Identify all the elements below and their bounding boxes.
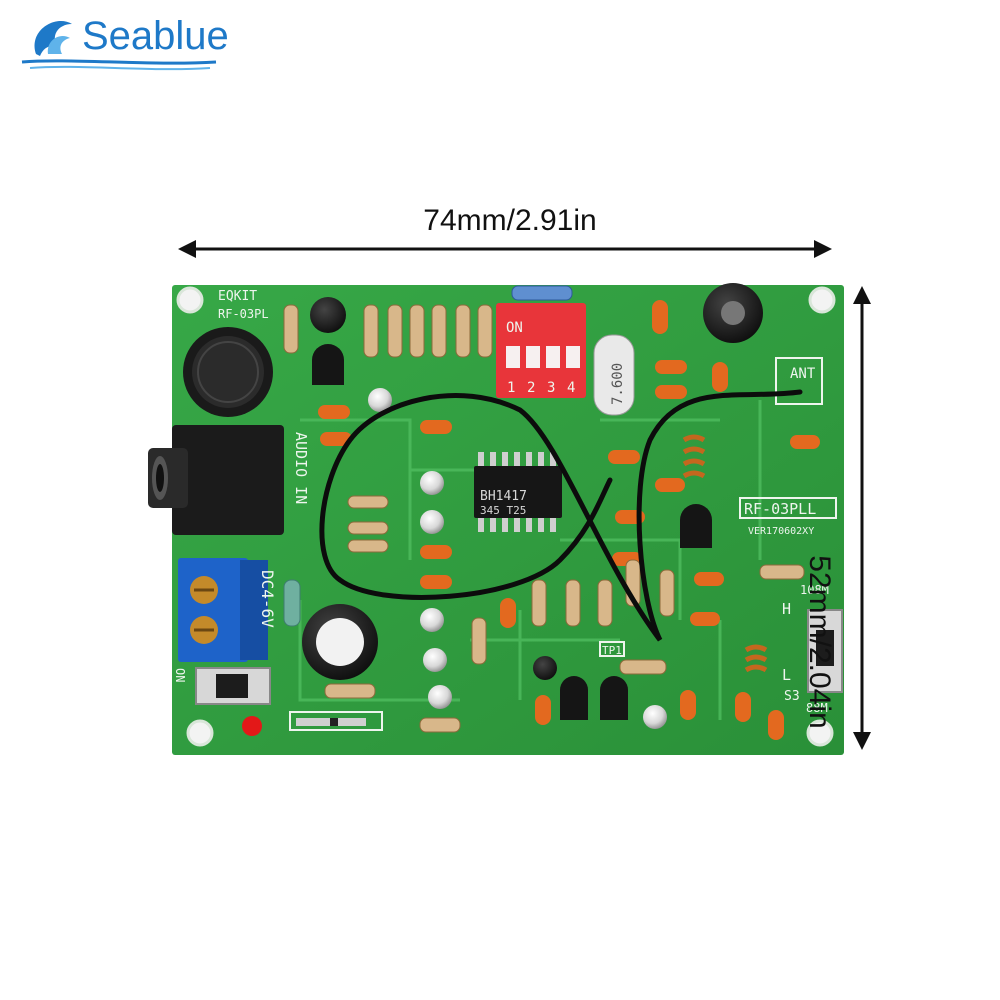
electrolytic-capacitors bbox=[302, 283, 763, 680]
dip-switch bbox=[496, 303, 586, 398]
chip-label: BH1417 bbox=[480, 489, 527, 504]
dip-num-4: 4 bbox=[567, 380, 575, 396]
dip-num-3: 3 bbox=[547, 380, 555, 396]
power-terminal bbox=[178, 558, 268, 662]
transistors bbox=[312, 344, 712, 720]
crystal bbox=[593, 334, 635, 416]
microphone bbox=[183, 327, 273, 417]
switch-label: S3 bbox=[784, 689, 800, 704]
ceramic-capacitors bbox=[368, 388, 667, 729]
dip-num-1: 1 bbox=[507, 380, 515, 396]
band-l: L bbox=[782, 666, 791, 684]
width-dimension-label: 74mm/2.91in bbox=[423, 204, 597, 237]
band-h: H bbox=[782, 600, 791, 618]
freq-high: 108M bbox=[800, 583, 829, 597]
width-arrow bbox=[178, 240, 832, 258]
ant-label: ANT bbox=[790, 366, 816, 382]
ic-chip bbox=[474, 452, 562, 532]
orange-capacitors bbox=[318, 300, 820, 740]
brand-silk: EQKIT bbox=[218, 289, 257, 304]
power-switch bbox=[195, 667, 271, 705]
audio-label: AUDIO IN bbox=[292, 432, 310, 504]
silkscreen-box bbox=[289, 497, 837, 731]
resistors bbox=[283, 285, 805, 733]
crystal-label: 7.600 bbox=[610, 363, 626, 405]
chip-code: 345 T25 bbox=[480, 504, 526, 517]
power-on-label: ON bbox=[173, 668, 187, 682]
height-dimension-label: 52mm/2.04in bbox=[803, 555, 836, 729]
antenna-wire bbox=[319, 389, 803, 642]
top-silk: RF-03PL bbox=[218, 307, 269, 321]
dip-label: ON bbox=[506, 320, 523, 336]
brand-name: Seablue bbox=[82, 14, 229, 58]
led bbox=[242, 716, 262, 736]
mounting-holes bbox=[176, 286, 836, 747]
audio-jack bbox=[148, 425, 284, 535]
board-model: RF-03PLL bbox=[744, 500, 816, 518]
freq-low: 88M bbox=[806, 701, 828, 715]
coils bbox=[682, 434, 768, 673]
dip-num-2: 2 bbox=[527, 380, 535, 396]
inductor bbox=[283, 579, 301, 627]
height-arrow bbox=[853, 286, 871, 750]
power-label: DC4-6V bbox=[258, 570, 277, 628]
tp-label: TP1 bbox=[602, 644, 622, 657]
brand-logo-icon bbox=[21, 20, 217, 71]
board-version: VER170602XY bbox=[748, 526, 814, 537]
band-switch bbox=[807, 609, 843, 693]
